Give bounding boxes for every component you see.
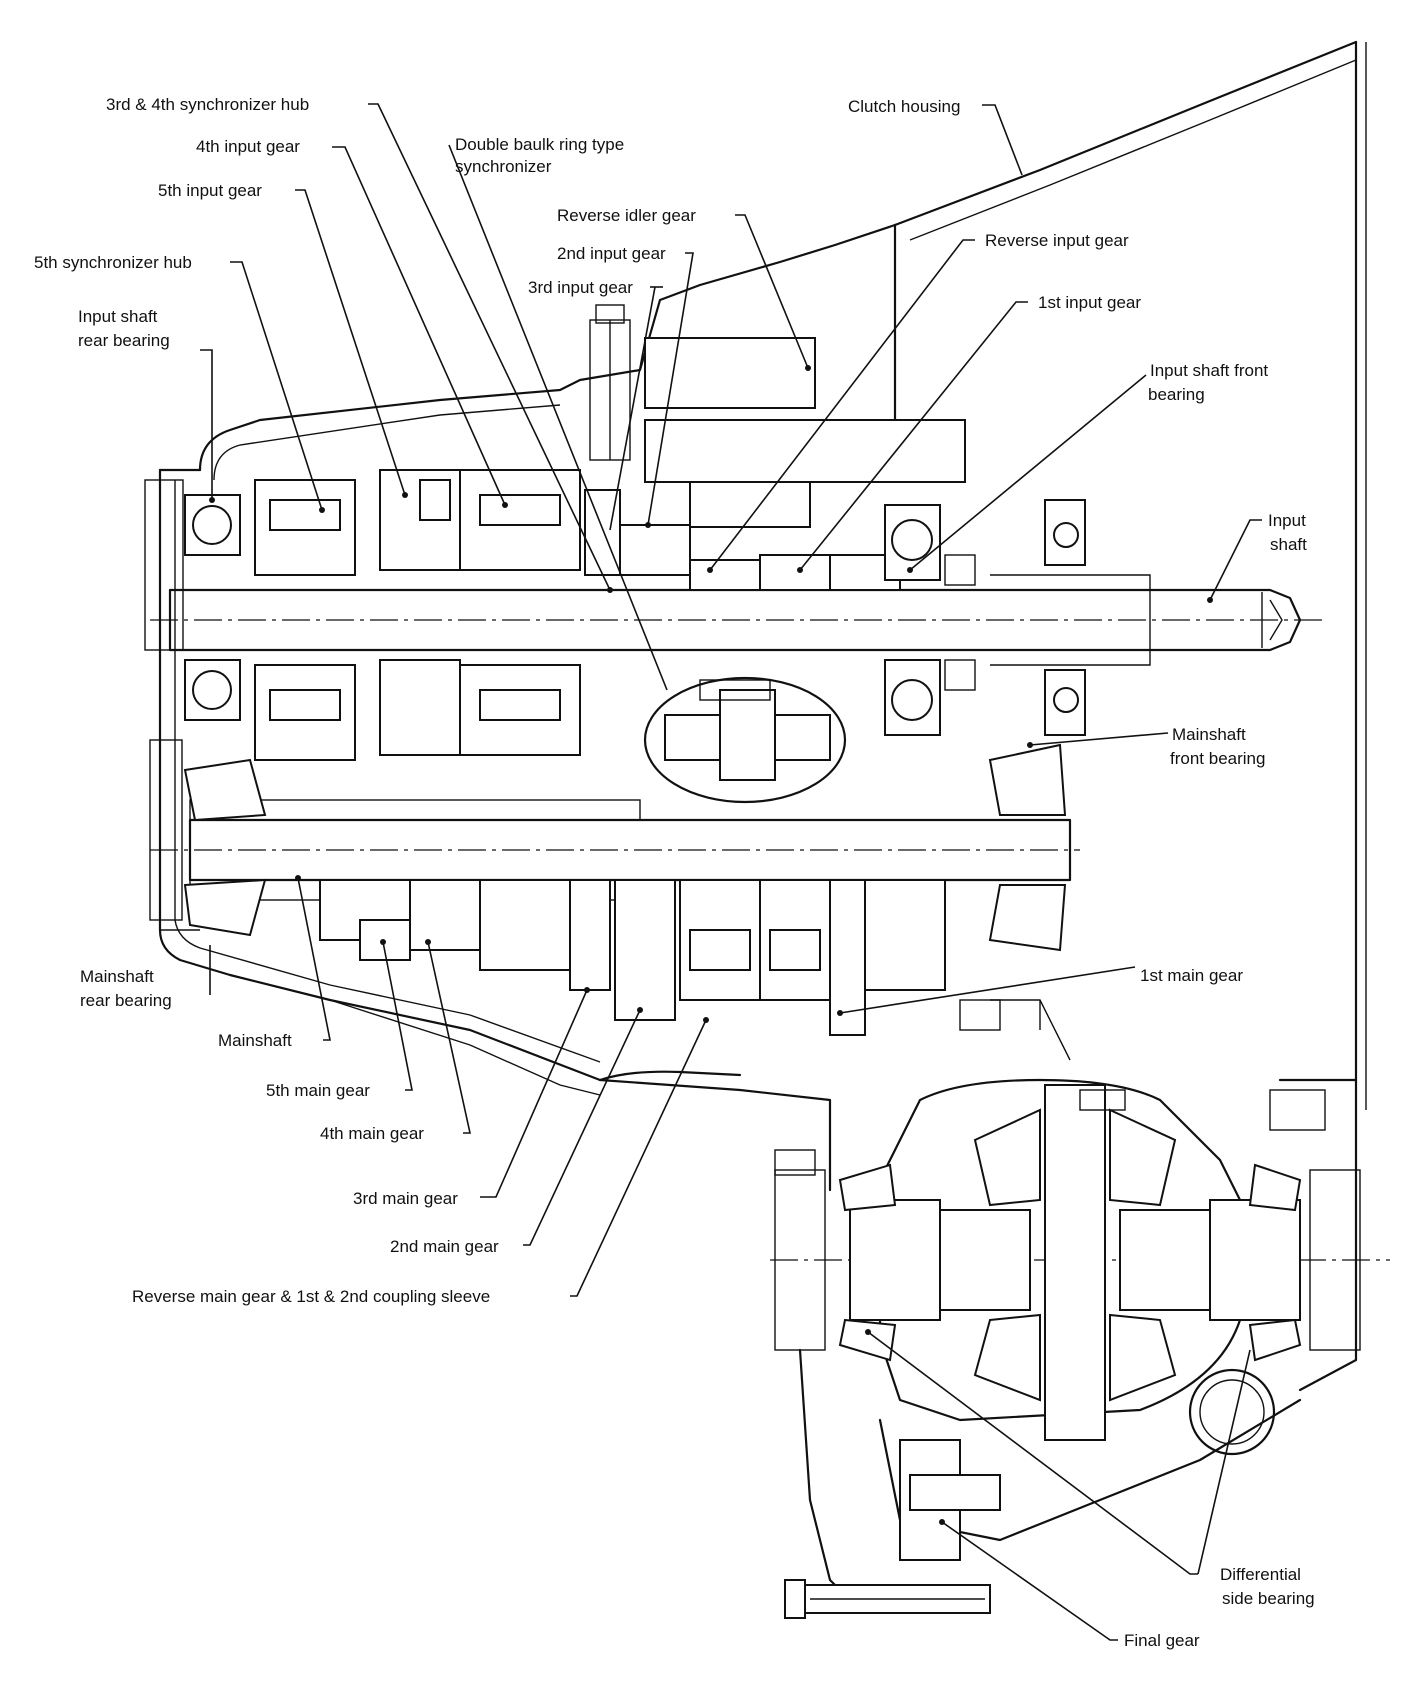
label-3rd-4th-synchronizer-hub: 3rd & 4th synchronizer hub <box>106 95 309 114</box>
label-input-shaft-line2: shaft <box>1270 535 1307 554</box>
label-3rd-input-gear: 3rd input gear <box>528 278 633 297</box>
main-gear-cluster <box>319 879 946 1036</box>
label-4th-input-gear: 4th input gear <box>196 137 300 156</box>
label-4th-main-gear: 4th main gear <box>320 1124 424 1143</box>
label-1st-input-gear: 1st input gear <box>1038 293 1141 312</box>
input-shaft <box>150 574 1325 666</box>
callout-labels: 3rd & 4th synchronizer hub 4th input gea… <box>34 95 1315 1650</box>
label-mainshaft-rear-bearing-line1: Mainshaft <box>80 967 154 986</box>
differential <box>770 1078 1390 1456</box>
clutch-housing <box>893 40 1367 1392</box>
final-gear-assembly <box>784 1348 1302 1619</box>
label-mainshaft-rear-bearing-line2: rear bearing <box>80 991 172 1010</box>
label-mainshaft: Mainshaft <box>218 1031 292 1050</box>
label-double-baulk-line1: Double baulk ring type <box>455 135 624 154</box>
label-reverse-main-gear-coupling-sleeve: Reverse main gear & 1st & 2nd coupling s… <box>132 1287 490 1306</box>
label-reverse-idler-gear: Reverse idler gear <box>557 206 696 225</box>
label-mainshaft-front-bearing-line2: front bearing <box>1170 749 1265 768</box>
leader-dots <box>209 365 1213 1525</box>
label-input-shaft-line1: Input <box>1268 511 1306 530</box>
label-input-shaft-front-bearing-line2: bearing <box>1148 385 1205 404</box>
label-input-shaft-rear-bearing-line1: Input shaft <box>78 307 158 326</box>
double-baulk-synchronizer <box>643 676 847 804</box>
label-2nd-input-gear: 2nd input gear <box>557 244 666 263</box>
housing-bolts <box>774 999 1326 1176</box>
label-final-gear: Final gear <box>1124 1631 1200 1650</box>
label-5th-main-gear: 5th main gear <box>266 1081 370 1100</box>
label-reverse-input-gear: Reverse input gear <box>985 231 1129 250</box>
leader-lines <box>200 103 1262 1641</box>
label-double-baulk-line2: synchronizer <box>455 157 552 176</box>
rear-cover <box>144 479 184 921</box>
input-gear-cluster <box>254 469 901 761</box>
transaxle-drawing <box>144 40 1390 1619</box>
input-front-bearing <box>884 499 1086 736</box>
mainshaft-bearings <box>183 743 1071 1061</box>
label-5th-input-gear: 5th input gear <box>158 181 262 200</box>
label-1st-main-gear: 1st main gear <box>1140 966 1243 985</box>
label-mainshaft-front-bearing-line1: Mainshaft <box>1172 725 1246 744</box>
label-3rd-main-gear: 3rd main gear <box>353 1189 458 1208</box>
label-input-shaft-front-bearing-line1: Input shaft front <box>1150 361 1268 380</box>
label-2nd-main-gear: 2nd main gear <box>390 1237 499 1256</box>
label-input-shaft-rear-bearing-line2: rear bearing <box>78 331 170 350</box>
label-clutch-housing: Clutch housing <box>848 97 960 116</box>
label-5th-synchronizer-hub: 5th synchronizer hub <box>34 253 192 272</box>
label-differential-side-bearing-line2: side bearing <box>1222 1589 1315 1608</box>
input-rear-bearing <box>184 494 241 721</box>
transmission-case <box>158 223 897 1192</box>
label-differential-side-bearing-line1: Differential <box>1220 1565 1301 1584</box>
